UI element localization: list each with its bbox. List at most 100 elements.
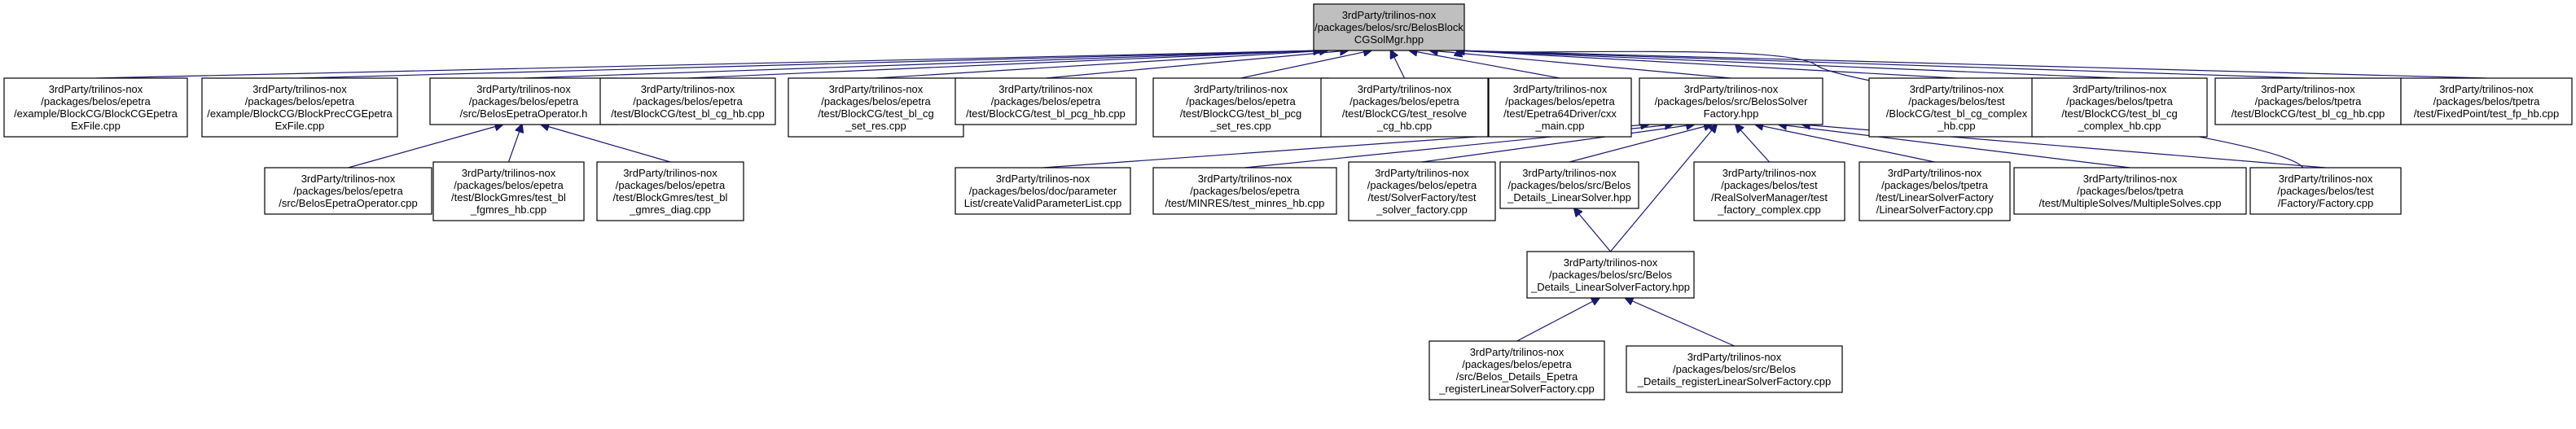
graph-node[interactable]: 3rdParty/trilinos-nox/packages/belos/epe… xyxy=(1428,340,1605,401)
graph-node[interactable]: 3rdParty/trilinos-nox/packages/belos/src… xyxy=(1526,251,1695,299)
node-label-line: /example/BlockCG/BlockPrecCGEpetra xyxy=(207,107,393,120)
graph-node[interactable]: 3rdParty/trilinos-nox/packages/belos/epe… xyxy=(1152,77,1329,138)
dependency-edge xyxy=(542,125,671,163)
graph-node[interactable]: 3rdParty/trilinos-nox/packages/belos/epe… xyxy=(432,161,585,221)
dependency-edge xyxy=(1516,298,1600,342)
node-label-line: /src/Belos_Details_Epetra xyxy=(1456,370,1578,383)
graph-node[interactable]: 3rdParty/trilinos-nox/packages/belos/tpe… xyxy=(2013,167,2247,215)
node-label-line: /packages/belos/epetra xyxy=(616,179,726,191)
graph-node[interactable]: 3rdParty/trilinos-nox/packages/belos/epe… xyxy=(1488,77,1632,138)
dependency-edge xyxy=(1779,125,2131,169)
node-box xyxy=(429,77,618,125)
dependency-edge xyxy=(1626,298,1735,347)
node-label-line: 3rdParty/trilinos-nox xyxy=(462,167,556,179)
node-label-line: /BlockCG/test_bl_cg_complex xyxy=(1886,107,2028,120)
node-box xyxy=(264,167,432,215)
graph-node[interactable]: 3rdParty/trilinos-nox/packages/belos/doc… xyxy=(954,167,1131,215)
node-label-line: ExFile.cpp xyxy=(275,120,325,132)
node-label-line: 3rdParty/trilinos-nox xyxy=(49,83,143,95)
node-label-line: /packages/belos/test xyxy=(1721,179,1818,191)
node-label-line: 3rdParty/trilinos-nox xyxy=(301,173,396,185)
node-label-line: _cg_hb.cpp xyxy=(1376,120,1432,132)
node-label-line: _gmres_diag.cpp xyxy=(629,204,711,216)
node-box xyxy=(2214,77,2402,125)
graph-node[interactable]: 3rdParty/trilinos-nox/packages/belos/epe… xyxy=(1348,161,1496,221)
graph-node[interactable]: 3rdParty/trilinos-nox/packages/belos/tpe… xyxy=(2031,77,2208,138)
node-label-line: /test/BlockCG/test_bl_cg xyxy=(818,107,933,120)
graph-node[interactable]: 3rdParty/trilinos-nox/packages/belos/epe… xyxy=(1320,77,1489,138)
graph-node[interactable]: 3rdParty/trilinos-nox/packages/belos/tes… xyxy=(1868,77,2045,138)
node-label-line: /packages/belos/epetra xyxy=(1462,358,1572,370)
graph-node[interactable]: 3rdParty/trilinos-nox/packages/belos/src… xyxy=(1499,161,1639,209)
graph-node[interactable]: 3rdParty/trilinos-nox/packages/belos/src… xyxy=(1639,77,1823,125)
node-label-line: 3rdParty/trilinos-nox xyxy=(1198,173,1292,185)
node-box xyxy=(1526,251,1695,299)
dependency-edge xyxy=(1457,50,2309,79)
node-label-line: /packages/belos/epetra xyxy=(633,95,743,107)
node-label-line: /packages/belos/doc/parameter xyxy=(969,185,1117,197)
node-label-line: 3rdParty/trilinos-nox xyxy=(1513,83,1608,95)
graph-node[interactable]: 3rdParty/trilinos-nox/packages/belos/epe… xyxy=(596,161,744,221)
node-label-line: _Details_registerLinearSolverFactory.cpp xyxy=(1637,375,1831,387)
nodes-layer: 3rdParty/trilinos-nox/packages/belos/src… xyxy=(3,3,2573,401)
graph-node[interactable]: 3rdParty/trilinos-nox/packages/belos/epe… xyxy=(3,77,188,138)
node-label-line: 3rdParty/trilinos-nox xyxy=(1342,9,1437,21)
node-box xyxy=(1499,161,1639,209)
node-box xyxy=(432,161,585,221)
graph-node[interactable]: 3rdParty/trilinos-nox/packages/belos/epe… xyxy=(1152,167,1337,215)
node-box xyxy=(1152,77,1329,138)
dependency-edge xyxy=(1457,50,1957,79)
node-label-line: /packages/belos/src/BelosBlock xyxy=(1314,21,1464,33)
dependency-edge xyxy=(299,50,1321,79)
dependency-edge xyxy=(1610,125,1717,252)
node-box xyxy=(2013,167,2247,215)
graph-node[interactable]: 3rdParty/trilinos-nox/packages/belos/epe… xyxy=(201,77,398,138)
node-label-line: /test/Epetra64Driver/cxx xyxy=(1503,107,1617,120)
graph-node[interactable]: 3rdParty/trilinos-nox/packages/belos/epe… xyxy=(954,77,1137,125)
node-box xyxy=(1626,345,1843,393)
node-label-line: _Details_LinearSolver.hpp xyxy=(1507,191,1631,204)
dependency-edge xyxy=(1457,50,2487,79)
node-label-line: 3rdParty/trilinos-nox xyxy=(1888,167,1982,179)
node-label-line: 3rdParty/trilinos-nox xyxy=(252,83,347,95)
graph-node[interactable]: 3rdParty/trilinos-nox/packages/belos/tpe… xyxy=(2400,77,2573,125)
node-label-line: _factory_complex.cpp xyxy=(1717,204,1820,216)
graph-node[interactable]: 3rdParty/trilinos-nox/packages/belos/tpe… xyxy=(1858,161,2011,221)
node-label-line: /packages/belos/epetra xyxy=(293,185,403,197)
node-box xyxy=(1858,161,2011,221)
node-label-line: /packages/belos/tpetra xyxy=(2077,185,2184,197)
node-label-line: 3rdParty/trilinos-nox xyxy=(1358,83,1452,95)
graph-node[interactable]: 3rdParty/trilinos-nox/packages/belos/tes… xyxy=(1693,161,1845,221)
graph-node[interactable]: 3rdParty/trilinos-nox/packages/belos/epe… xyxy=(429,77,618,125)
graph-node[interactable]: 3rdParty/trilinos-nox/packages/belos/tpe… xyxy=(2214,77,2402,125)
node-label-line: 3rdParty/trilinos-nox xyxy=(2439,83,2534,95)
node-label-line: /packages/belos/epetra xyxy=(1186,95,1296,107)
node-label-line: /packages/belos/test xyxy=(1908,95,2005,107)
node-box xyxy=(2400,77,2573,125)
dependency-edge xyxy=(348,125,503,169)
dependency-edge xyxy=(1457,50,2120,79)
node-label-line: _Details_LinearSolverFactory.hpp xyxy=(1530,281,1690,293)
node-label-line: _set_res.cpp xyxy=(845,120,906,132)
dependency-edge xyxy=(1391,50,1406,79)
node-label-line: /test/MultipleSolves/MultipleSolves.cpp xyxy=(2039,197,2222,209)
node-box xyxy=(788,77,964,138)
graph-node[interactable]: 3rdParty/trilinos-nox/packages/belos/epe… xyxy=(599,77,776,125)
graph-node[interactable]: 3rdParty/trilinos-nox/packages/belos/epe… xyxy=(264,167,432,215)
node-label-line: /packages/belos/epetra xyxy=(454,179,564,191)
graph-node[interactable]: 3rdParty/trilinos-nox/packages/belos/epe… xyxy=(788,77,964,138)
node-label-line: /packages/belos/epetra xyxy=(821,95,931,107)
node-label-line: 3rdParty/trilinos-nox xyxy=(998,83,1093,95)
graph-node[interactable]: 3rdParty/trilinos-nox/packages/belos/src… xyxy=(1626,345,1843,393)
graph-node[interactable]: 3rdParty/trilinos-nox/packages/belos/tes… xyxy=(2249,167,2402,215)
node-label-line: /packages/belos/epetra xyxy=(1505,95,1615,107)
node-label-line: /packages/belos/epetra xyxy=(1190,185,1300,197)
node-label-line: /packages/belos/epetra xyxy=(1349,95,1459,107)
node-label-line: /test/BlockCG/test_bl_pcg xyxy=(1180,107,1302,120)
node-label-line: /Factory/Factory.cpp xyxy=(2278,197,2374,209)
root-node[interactable]: 3rdParty/trilinos-nox/packages/belos/src… xyxy=(1313,3,1465,51)
node-label-line: _complex_hb.cpp xyxy=(2078,120,2161,132)
node-label-line: _fgmres_hb.cpp xyxy=(470,204,546,216)
node-label-line: /packages/belos/test xyxy=(2277,185,2374,197)
node-label-line: /packages/belos/tpetra xyxy=(2255,95,2363,107)
